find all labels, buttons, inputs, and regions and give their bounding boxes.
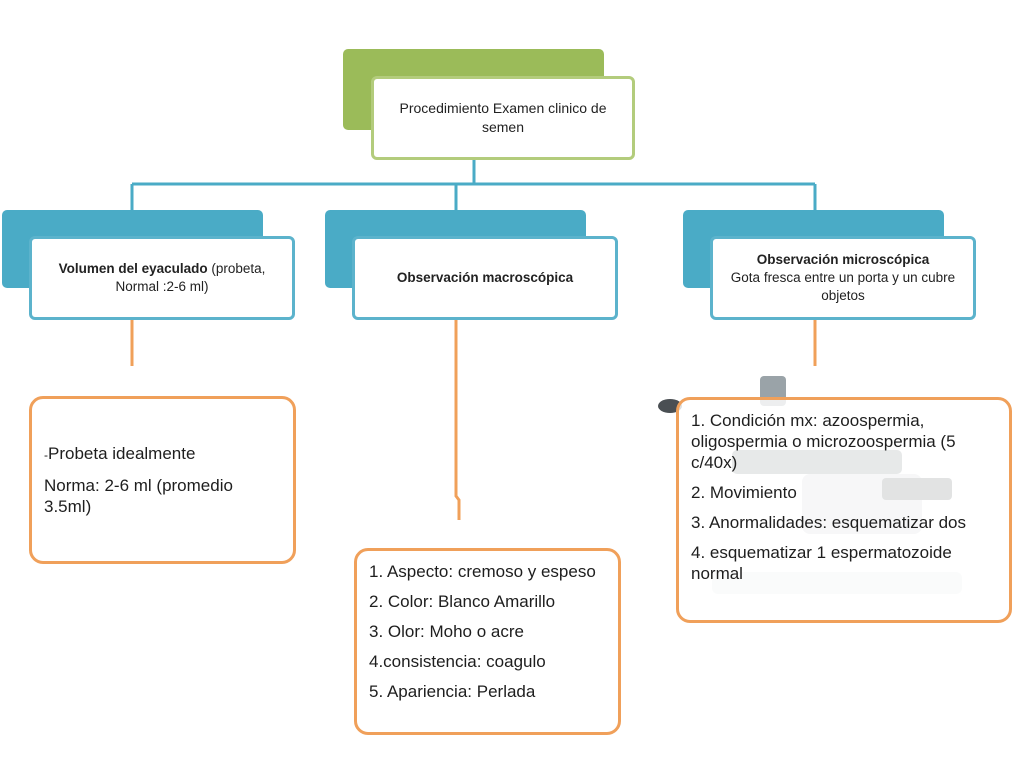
- detail-item: 2. Movimiento: [691, 483, 797, 502]
- volumen-node-heading-detail: (probeta, Normal :2-6 ml): [115, 261, 266, 294]
- volumen-node: Volumen del eyaculado (probeta, Normal :…: [29, 236, 295, 320]
- microscopica-node: Observación microscópica Gota fresca ent…: [710, 236, 976, 320]
- detail-item: 4. esquematizar 1 espermatozoide normal: [691, 543, 952, 583]
- detail-item-prefix: -: [44, 448, 48, 462]
- detail-item-text: Probeta idealmente: [48, 444, 196, 463]
- detail-item: 1. Aspecto: cremoso y espeso: [369, 562, 596, 581]
- detail-item-text: Norma: 2-6 ml (promedio 3.5ml): [44, 476, 233, 516]
- volumen-node-label: Volumen del eyaculado (probeta, Normal :…: [44, 260, 280, 296]
- detail-item: Norma: 2-6 ml (promedio 3.5ml): [44, 475, 281, 517]
- macroscopica-node: Observación macroscópica: [352, 236, 618, 320]
- detail-item: 5. Apariencia: Perlada: [369, 682, 536, 701]
- macroscopica-node-heading: Observación macroscópica: [396, 270, 574, 285]
- detail-item: 1. Condición mx: azoospermia, oligosperm…: [691, 411, 956, 472]
- root-node-label: Procedimiento Examen clinico de semen: [399, 100, 607, 135]
- microscopica-detail-box: 1. Condición mx: azoospermia, oligosperm…: [676, 397, 1012, 623]
- connector-macro-detail: [454, 318, 461, 520]
- microscopica-node-subheading: Gota fresca entre un porta y un cubre ob…: [730, 270, 956, 303]
- detail-item: 4.consistencia: coagulo: [369, 652, 546, 671]
- detail-item: 3. Anormalidades: esquematizar dos: [691, 513, 966, 532]
- macroscopica-detail-box: 1. Aspecto: cremoso y espeso 2. Color: B…: [354, 548, 621, 735]
- volumen-detail-box: -Probeta idealmente Norma: 2-6 ml (prome…: [29, 396, 296, 564]
- volumen-node-heading: Volumen del eyaculado: [58, 261, 208, 276]
- root-node: Procedimiento Examen clinico de semen: [371, 76, 635, 160]
- microscopica-node-heading: Observación microscópica: [756, 252, 930, 267]
- detail-item: 3. Olor: Moho o acre: [369, 622, 524, 641]
- detail-item: -Probeta idealmente: [44, 443, 281, 466]
- detail-item: 2. Color: Blanco Amarillo: [369, 592, 556, 611]
